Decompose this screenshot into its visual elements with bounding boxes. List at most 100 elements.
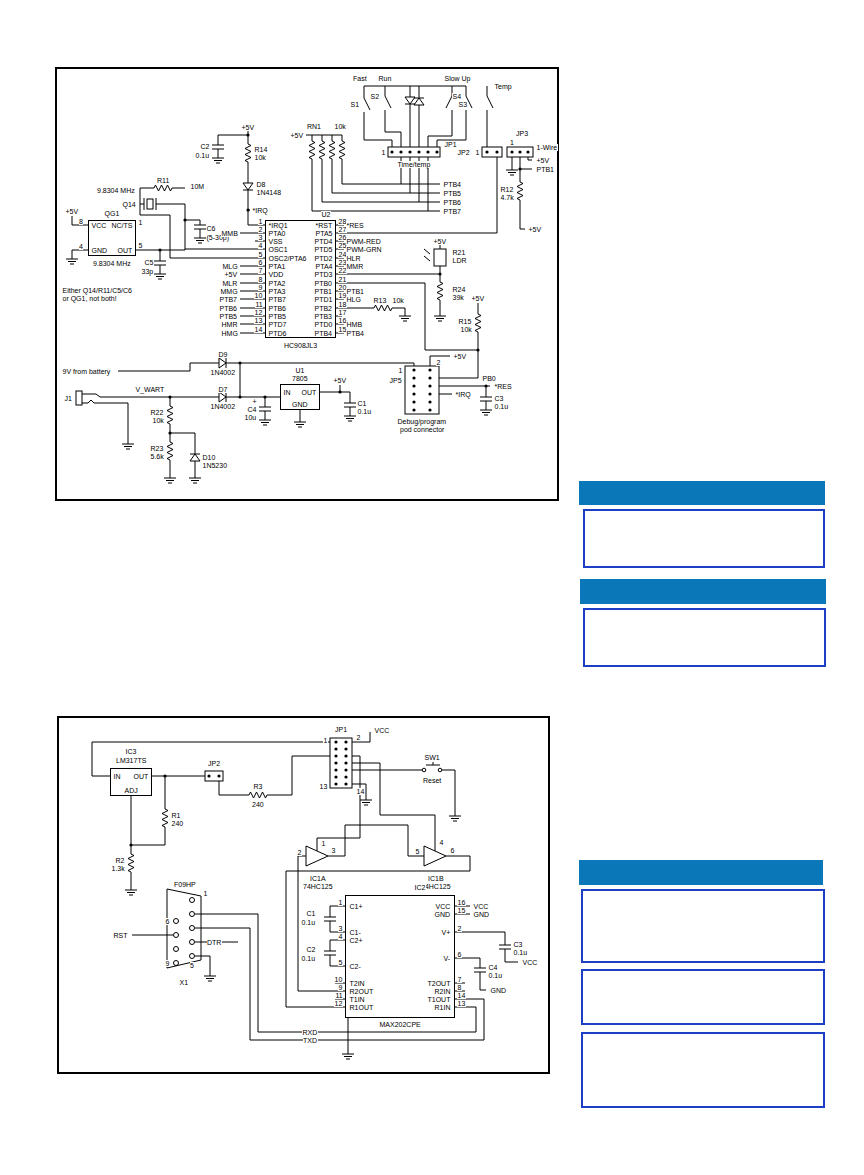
schematic-label: Debug/program xyxy=(397,418,447,425)
schematic-label: S1 xyxy=(350,101,360,108)
pin xyxy=(190,954,195,959)
component-text: PTB2 xyxy=(314,305,333,312)
schematic-label: 1.3k xyxy=(111,865,125,872)
schematic-label: MLG xyxy=(222,263,238,270)
pin xyxy=(426,150,429,153)
schematic-label: 5 xyxy=(338,959,343,966)
pin xyxy=(334,782,337,785)
schematic-label: 4 xyxy=(439,839,444,846)
schematic-label: R14 xyxy=(254,146,268,153)
pin xyxy=(344,761,347,764)
schematic-label: 13 xyxy=(457,1000,466,1007)
schematic-label: +5V xyxy=(241,124,255,131)
component-text: VDD xyxy=(268,271,284,278)
component-text: OSC2/PTA6 xyxy=(268,255,307,262)
side-header-bar xyxy=(579,860,823,885)
jack-symbol xyxy=(76,391,82,405)
schematic-label: 21 xyxy=(338,276,347,283)
ground-symbol xyxy=(294,418,306,427)
schematic-label: PTB4 xyxy=(443,181,462,188)
ldr-symbol xyxy=(434,249,446,266)
schematic-label: 2 xyxy=(436,359,441,366)
pin xyxy=(190,940,195,945)
wire xyxy=(140,188,265,258)
schematic-label: JP3 xyxy=(516,130,529,137)
pin xyxy=(344,747,347,750)
component-text: VSS xyxy=(268,238,283,245)
schematic-label: PTB5 xyxy=(443,190,462,197)
schematic-label: D9 xyxy=(218,351,228,358)
pin xyxy=(174,947,179,952)
buffer-symbol xyxy=(424,846,446,866)
component-text: PTB3 xyxy=(314,313,333,320)
ground-symbol xyxy=(506,166,518,175)
pin xyxy=(190,926,195,931)
schematic-label: PB0 xyxy=(482,375,496,382)
wire xyxy=(136,249,265,250)
header xyxy=(330,738,352,788)
resistor-symbol xyxy=(150,185,176,191)
pin xyxy=(495,150,498,153)
component-text: V+ xyxy=(441,929,451,936)
schematic-label: 10 xyxy=(254,292,263,299)
chip-box: U17805INOUTGND xyxy=(280,384,320,410)
junction-dot xyxy=(246,133,249,136)
header xyxy=(388,147,440,157)
frame xyxy=(56,68,558,500)
schematic-label: PTB6 xyxy=(443,199,462,206)
pin xyxy=(190,898,195,903)
component-text: PTA4 xyxy=(315,263,333,270)
ground-symbol xyxy=(212,154,224,163)
schematic-label: 10k xyxy=(392,297,404,304)
capacitor-symbol xyxy=(499,940,511,954)
buffer-symbol xyxy=(306,846,328,866)
capacitor-symbol xyxy=(154,256,166,270)
side-panel xyxy=(584,609,825,666)
schematic-label: 1 xyxy=(398,367,403,374)
schematic-label: 9.8304 MHz xyxy=(97,187,136,194)
component-text: PTD5 xyxy=(314,246,333,253)
schematic-label: 8 xyxy=(457,984,462,991)
pin xyxy=(435,150,438,153)
schematic-label: R2 xyxy=(115,857,125,864)
schematic-label: R1 xyxy=(171,812,181,819)
schematic-label: +5V xyxy=(224,271,238,278)
component-text: C1+ xyxy=(349,903,363,910)
resistor-symbol xyxy=(475,310,481,336)
schematic-label: 1 xyxy=(510,139,515,146)
switch-contact xyxy=(438,768,442,772)
pin xyxy=(412,392,415,395)
component-text: IC2 xyxy=(414,884,426,891)
schematic-label: HMB xyxy=(346,321,363,328)
schematic-label: PTB4 xyxy=(346,330,365,337)
schematic-label: HMR xyxy=(221,321,238,328)
component-text: HC908JL3 xyxy=(284,342,318,349)
led-symbol xyxy=(414,94,424,108)
schematic-label: 9 xyxy=(258,284,263,291)
component-text: OUT xyxy=(133,773,149,780)
diode-symbol xyxy=(215,392,231,402)
component-text: T2OUT xyxy=(427,980,451,987)
resistor-symbol xyxy=(309,137,315,163)
schematic-label: MMB xyxy=(221,230,238,237)
component-text: T1IN xyxy=(349,996,365,1003)
component-text: NC/TS xyxy=(111,222,133,229)
crystal-symbol xyxy=(147,199,153,209)
side-header-bar xyxy=(579,481,825,505)
schematic-label: JP1 xyxy=(335,726,348,733)
schematic-label: Either Q14/R11/C5/C6 xyxy=(62,287,133,294)
schematic-label: 10k xyxy=(152,417,164,424)
component-text: PTA0 xyxy=(268,230,286,237)
junction-dot xyxy=(246,208,249,211)
schematic-label: VCC xyxy=(473,903,489,910)
component-text: PTB7 xyxy=(268,296,287,303)
component-text: GND xyxy=(292,401,309,408)
resistor-symbol xyxy=(128,850,134,876)
schematic-label: PTB1 xyxy=(536,166,555,173)
schematic-label: F09HP xyxy=(174,881,197,888)
component-text: IC3 xyxy=(125,748,137,755)
pin xyxy=(428,384,431,387)
schematic-label: 9 xyxy=(338,984,343,991)
schematic-label: PTB6 xyxy=(219,305,238,312)
pin xyxy=(174,919,179,924)
